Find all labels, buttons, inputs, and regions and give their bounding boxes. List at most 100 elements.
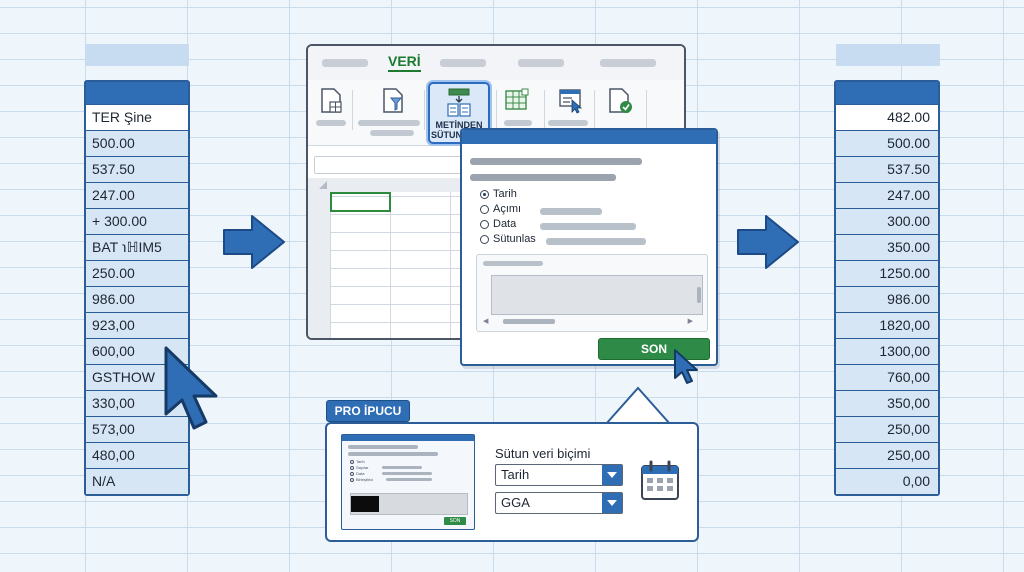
option-label: Data xyxy=(493,218,517,230)
ribbon-tab[interactable] xyxy=(600,59,656,67)
callout-pointer xyxy=(605,386,671,425)
ribbon-separator xyxy=(352,90,353,130)
left-cell[interactable]: 500.00 xyxy=(86,130,188,156)
mini-dialog-preview: Tarih Sayılar Data Birleştirici SON xyxy=(341,434,475,530)
left-cell[interactable]: 247.00 xyxy=(86,182,188,208)
left-data-column: TER Şine 500.00 537.50 247.00 + 300.00 B… xyxy=(84,80,190,496)
left-cell[interactable]: TER Şine xyxy=(86,104,188,130)
preview-horizontal-scrollbar[interactable] xyxy=(503,319,555,324)
radio-button[interactable] xyxy=(480,234,489,244)
right-cell[interactable]: 537.50 xyxy=(836,156,938,182)
left-cell[interactable]: 986.00 xyxy=(86,286,188,312)
dialog-heading-line xyxy=(470,158,642,165)
right-cell[interactable]: 482.00 xyxy=(836,104,938,130)
mouse-cursor-icon xyxy=(164,346,218,430)
option-sutunlas[interactable]: Sütunlas xyxy=(480,233,536,245)
option-tarih[interactable]: Tarih xyxy=(480,188,517,200)
right-cell[interactable]: 0,00 xyxy=(836,468,938,494)
document-filter-icon[interactable] xyxy=(382,88,406,114)
option-description xyxy=(540,208,602,215)
right-cell[interactable]: 350,00 xyxy=(836,390,938,416)
ribbon-separator xyxy=(594,90,595,130)
option-description xyxy=(546,238,646,245)
date-order-select[interactable]: GGA xyxy=(495,492,623,514)
ribbon-separator xyxy=(544,90,545,130)
radio-button[interactable] xyxy=(480,219,489,229)
date-order-value: GGA xyxy=(501,495,530,510)
mini-option: Tarih xyxy=(350,459,365,464)
option-label: Sütunlas xyxy=(493,233,536,245)
table-grid-icon[interactable] xyxy=(504,88,530,112)
dialog-title-bar[interactable] xyxy=(462,130,716,144)
text-to-columns-button[interactable]: METİNDEN SÜTUNLARA xyxy=(428,82,490,144)
ribbon-tab[interactable] xyxy=(518,59,564,67)
option-label: Tarih xyxy=(493,188,517,200)
text-to-columns-label: METİNDEN SÜTUNLARA xyxy=(430,120,488,140)
mini-option: Sayılar xyxy=(350,465,368,470)
selected-cell[interactable] xyxy=(330,192,391,212)
dropdown-chevron-icon[interactable] xyxy=(602,465,622,485)
left-cell[interactable]: BAT ℩ℍIM5 xyxy=(86,234,188,260)
left-cell[interactable]: + 300.00 xyxy=(86,208,188,234)
text-to-columns-label-line2: SÜTUNLARA xyxy=(431,130,487,140)
right-cell[interactable]: 986.00 xyxy=(836,286,938,312)
arrow-right-icon xyxy=(223,215,285,269)
ribbon-tab-bar: VERİ xyxy=(308,46,684,80)
option-acimi[interactable]: Açımı xyxy=(480,203,521,215)
option-label: Açımı xyxy=(493,203,522,215)
ribbon-tab[interactable] xyxy=(440,59,486,67)
scroll-left-icon[interactable]: ◀ xyxy=(483,318,489,325)
preview-vertical-scrollbar[interactable] xyxy=(697,287,701,303)
right-cell[interactable]: 1820,00 xyxy=(836,312,938,338)
mini-dialog-title xyxy=(342,435,474,441)
right-cell[interactable]: 250,00 xyxy=(836,442,938,468)
mini-option: Birleştirici xyxy=(350,477,373,482)
document-table-icon[interactable] xyxy=(320,88,344,114)
data-validation-icon[interactable] xyxy=(558,88,584,114)
right-cell[interactable]: 350.00 xyxy=(836,234,938,260)
calendar-icon xyxy=(641,460,679,500)
left-cell[interactable]: 480,00 xyxy=(86,442,188,468)
finish-button[interactable]: SON xyxy=(598,338,710,360)
column-headers xyxy=(308,178,508,192)
document-check-icon[interactable] xyxy=(608,88,634,114)
option-description xyxy=(540,223,636,230)
left-cell[interactable]: N/A xyxy=(86,468,188,494)
data-preview-area[interactable] xyxy=(491,275,703,315)
tab-veri[interactable]: VERİ xyxy=(388,53,421,72)
ribbon-label xyxy=(504,120,532,126)
mini-finish-button: SON xyxy=(444,517,466,525)
right-cell[interactable]: 1300,00 xyxy=(836,338,938,364)
right-cell[interactable]: 760,00 xyxy=(836,364,938,390)
mini-option: Data xyxy=(350,471,364,476)
mini-preview-area xyxy=(350,493,468,515)
right-cell[interactable]: 300.00 xyxy=(836,208,938,234)
left-cell[interactable]: 250.00 xyxy=(86,260,188,286)
pro-tip-callout: Tarih Sayılar Data Birleştirici SON Sütu… xyxy=(325,422,699,542)
radio-button[interactable] xyxy=(480,189,489,199)
arrow-right-icon xyxy=(737,215,799,269)
row-headers xyxy=(308,178,330,338)
radio-button[interactable] xyxy=(480,204,489,214)
text-wizard-dialog: Tarih Açımı Data Sütunlas ◀ ▶ SON xyxy=(460,128,718,366)
mouse-cursor-icon xyxy=(674,349,698,384)
scroll-right-icon[interactable]: ▶ xyxy=(687,318,693,325)
right-cell[interactable]: 500.00 xyxy=(836,130,938,156)
right-cell[interactable]: 247.00 xyxy=(836,182,938,208)
ribbon-tab[interactable] xyxy=(322,59,368,67)
left-column-header xyxy=(86,82,188,104)
left-cell[interactable]: 537.50 xyxy=(86,156,188,182)
mini-description xyxy=(382,466,422,469)
mini-option-label: Tarih xyxy=(356,459,365,464)
column-format-select[interactable]: Tarih xyxy=(495,464,623,486)
ribbon-separator xyxy=(496,90,497,130)
right-cell[interactable]: 1250.00 xyxy=(836,260,938,286)
ribbon-label xyxy=(358,120,420,126)
select-all-corner[interactable] xyxy=(316,180,328,190)
option-data[interactable]: Data xyxy=(480,218,516,230)
right-cell[interactable]: 250,00 xyxy=(836,416,938,442)
left-column-top-tab xyxy=(85,44,189,66)
dropdown-chevron-icon[interactable] xyxy=(602,493,622,513)
left-cell[interactable]: 923,00 xyxy=(86,312,188,338)
left-cell[interactable]: 573,00 xyxy=(86,416,188,442)
